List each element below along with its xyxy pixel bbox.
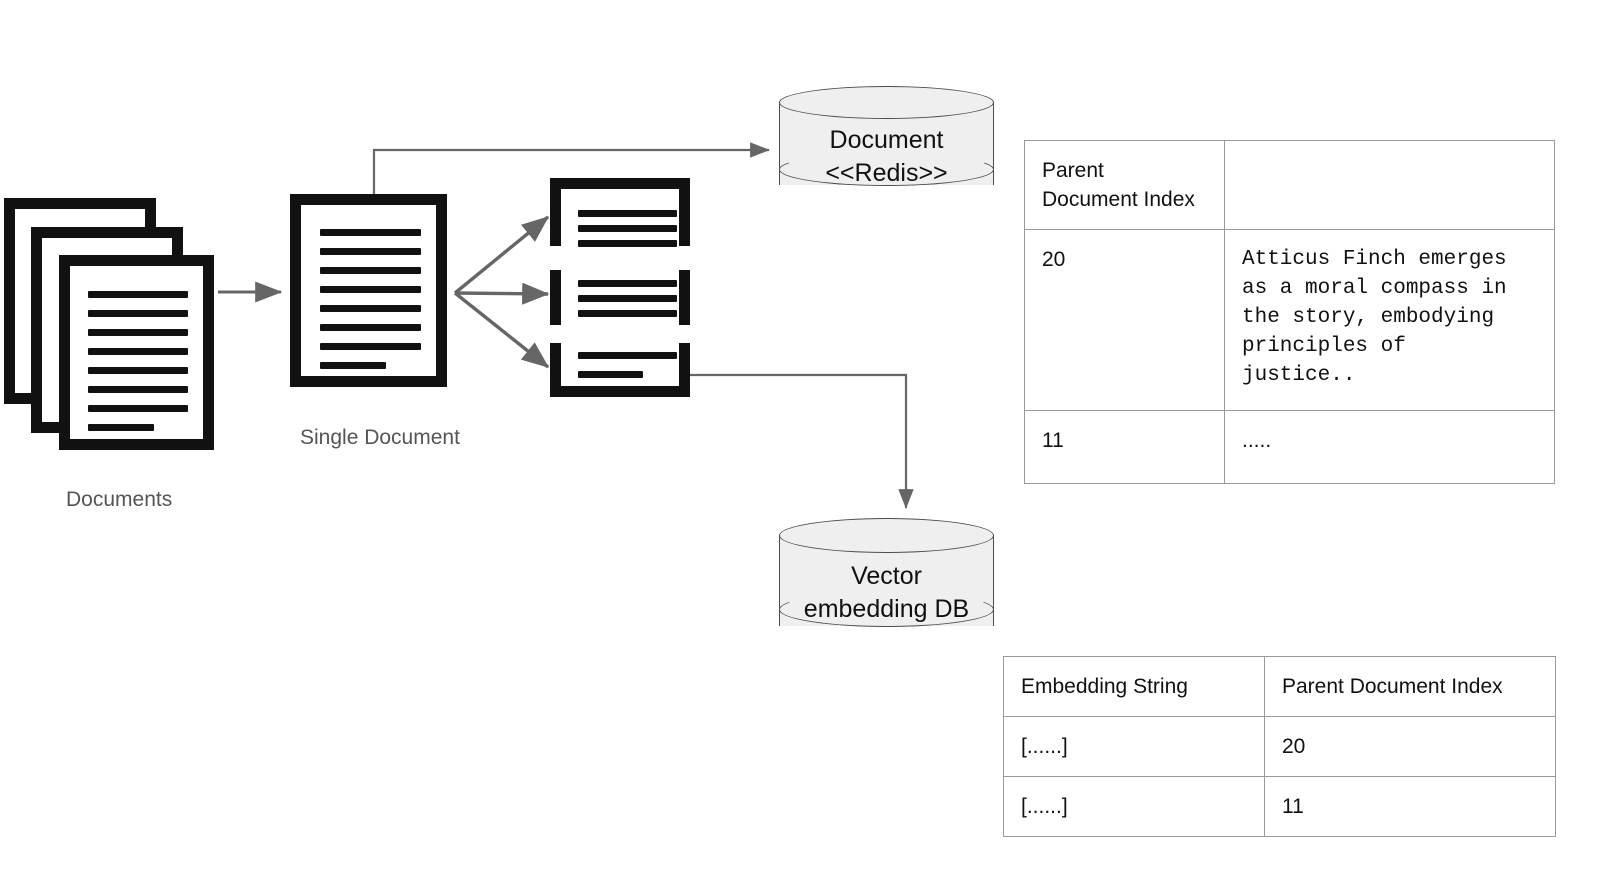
vector-store-label-line1: Vector: [851, 562, 922, 590]
chunk-middle: [550, 270, 690, 325]
parent-document-table-header-row: Parent Document Index: [1024, 140, 1555, 230]
documents-stack-label: Documents: [66, 488, 173, 511]
embedding-table-header-string: Embedding String: [1003, 656, 1265, 717]
embedding-table: Embedding String Parent Document Index […: [1003, 656, 1556, 837]
chunk-top-lines: [561, 189, 679, 247]
single-document-lines: [301, 205, 436, 376]
parent-document-content-cell-0: Atticus Finch emerges as a moral compass…: [1224, 229, 1555, 411]
table-row: [......] 20: [1003, 716, 1556, 777]
vector-store-cylinder-bottom: [779, 592, 994, 627]
vector-store-cylinder: Vector embedding DB: [779, 518, 994, 643]
vector-store-label-line2: embedding DB: [803, 595, 970, 623]
arrow-single-to-chunk-top: [453, 215, 550, 295]
embedding-string-cell-1: [......]: [1003, 776, 1265, 837]
document-store-cylinder-bottom: [779, 153, 994, 186]
arrow-chunk-to-vector-store: [690, 373, 914, 509]
table-row: [......] 11: [1003, 776, 1556, 837]
embedding-index-cell-0: 20: [1264, 716, 1556, 777]
embedding-table-header-row: Embedding String Parent Document Index: [1003, 656, 1556, 717]
single-document-icon: [290, 194, 447, 387]
single-document-label: Single Document: [300, 426, 460, 449]
parent-document-index-cell-1: 11: [1024, 410, 1225, 484]
documents-stack-page-front: [59, 255, 214, 450]
embedding-index-cell-1: 11: [1264, 776, 1556, 837]
arrow-single-to-chunk-middle: [454, 282, 550, 305]
table-row: 11 .....: [1024, 410, 1555, 484]
document-store-cylinder-top: [779, 86, 994, 119]
parent-document-index-cell-0: 20: [1024, 229, 1225, 411]
documents-stack-front-lines: [70, 266, 203, 439]
chunk-middle-lines: [561, 270, 679, 325]
table-row: 20 Atticus Finch emerges as a moral comp…: [1024, 229, 1555, 411]
parent-document-table-header-content: [1224, 140, 1555, 230]
embedding-string-cell-0: [......]: [1003, 716, 1265, 777]
arrow-single-to-chunk-bottom: [453, 291, 550, 369]
document-store-label-line1: Document: [829, 126, 944, 154]
document-store-label-line2: <<Redis>>: [825, 159, 948, 187]
vector-store-cylinder-top: [779, 518, 994, 553]
document-store-cylinder: Document <<Redis>>: [779, 86, 994, 201]
parent-document-table-header-index: Parent Document Index: [1024, 140, 1225, 230]
chunk-top: [550, 178, 690, 247]
chunk-bottom-lines: [561, 343, 679, 386]
parent-document-content-cell-1: .....: [1224, 410, 1555, 484]
embedding-table-header-index: Parent Document Index: [1264, 656, 1556, 717]
parent-document-table: Parent Document Index 20 Atticus Finch e…: [1024, 140, 1555, 484]
chunk-bottom: [550, 343, 690, 397]
